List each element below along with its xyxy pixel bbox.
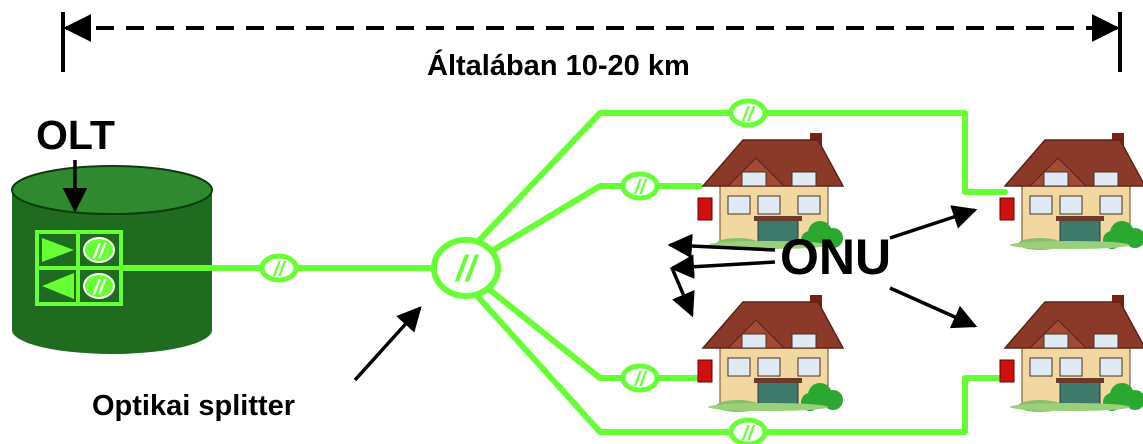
svg-text://: // bbox=[272, 259, 287, 281]
fiber-branch-upper bbox=[477, 183, 703, 261]
fiber-branch-bottom bbox=[467, 285, 1008, 435]
splitter-arrow bbox=[353, 306, 422, 382]
optical-splitter: // bbox=[431, 237, 501, 299]
connector-lower: // bbox=[620, 363, 660, 393]
fiber-branch-lower bbox=[477, 279, 703, 381]
house-onu-2 bbox=[999, 132, 1143, 251]
svg-text://: // bbox=[741, 423, 756, 444]
onu-arrows bbox=[667, 205, 978, 329]
connector-upper: // bbox=[620, 171, 660, 201]
onu-arrow-to-lower-left bbox=[669, 254, 776, 279]
svg-text://: // bbox=[92, 241, 107, 263]
svg-text://: // bbox=[92, 277, 107, 299]
olt-connector-bottom bbox=[83, 273, 115, 299]
connector-trunk: // bbox=[259, 253, 299, 283]
house-onu-3 bbox=[697, 294, 844, 413]
onu-arrow-to-house-4 bbox=[889, 286, 978, 329]
connector-top: // bbox=[728, 98, 768, 128]
connector-bottom: // bbox=[728, 417, 768, 444]
olt-bottom bbox=[12, 306, 212, 354]
svg-text://: // bbox=[454, 248, 480, 289]
svg-text://: // bbox=[633, 369, 648, 391]
svg-text://: // bbox=[741, 104, 756, 126]
olt-cylinder: // // bbox=[11, 165, 213, 354]
onu-arrow-to-house-3 bbox=[670, 267, 695, 318]
house-onu-4 bbox=[999, 294, 1143, 413]
onu-arrow-to-upper-left bbox=[667, 233, 776, 259]
distance-label: Általában 10-20 km bbox=[427, 50, 690, 82]
splitter-label: Optikai splitter bbox=[92, 390, 296, 422]
svg-text://: // bbox=[633, 177, 648, 199]
distance-dimension bbox=[61, 12, 1122, 72]
olt-connector-top bbox=[83, 237, 115, 263]
onu-label: ONU bbox=[780, 229, 892, 285]
fiber-branch-top bbox=[467, 110, 1008, 253]
olt-tx-triangle bbox=[42, 238, 74, 262]
olt-rx-triangle bbox=[42, 273, 74, 299]
olt-top bbox=[11, 165, 213, 215]
olt-label: OLT bbox=[36, 112, 115, 158]
onu-arrow-to-house-2 bbox=[889, 205, 978, 240]
